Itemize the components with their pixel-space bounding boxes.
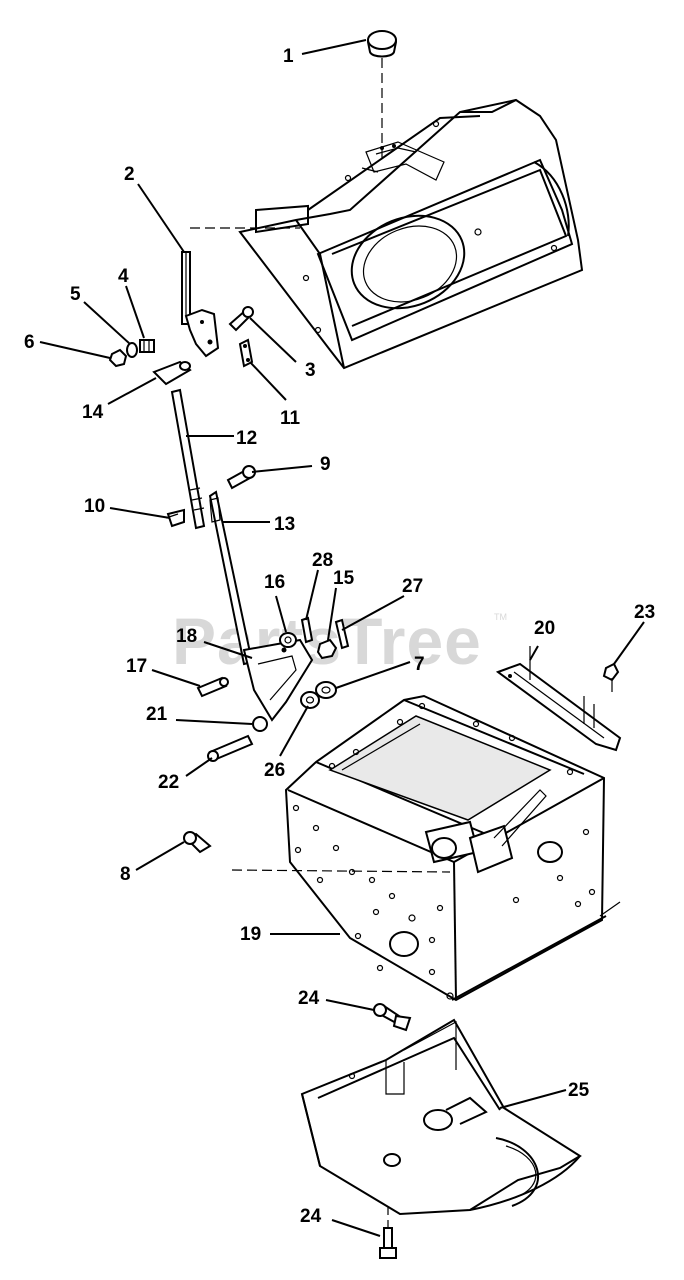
part-spacer-4[interactable] xyxy=(139,339,155,353)
callout-25: 25 xyxy=(568,1080,590,1101)
part-pin-27[interactable] xyxy=(334,618,350,650)
callout-2: 2 xyxy=(124,164,135,185)
callout-18: 18 xyxy=(176,626,197,647)
callout-22: 22 xyxy=(158,772,179,793)
callout-14: 14 xyxy=(82,402,104,423)
callout-28: 28 xyxy=(312,550,333,571)
part-bolt-22[interactable] xyxy=(207,734,254,762)
callout-5: 5 xyxy=(70,284,81,305)
callout-23: 23 xyxy=(634,602,655,623)
callout-3: 3 xyxy=(305,360,316,381)
callout-20: 20 xyxy=(534,618,555,639)
part-ferrule-14[interactable] xyxy=(152,360,192,386)
callout-4: 4 xyxy=(118,266,129,287)
callout-labels: 1 2 3 4 5 6 7 8 9 10 11 12 13 14 15 16 1… xyxy=(24,46,655,1227)
callout-6: 6 xyxy=(24,332,35,353)
part-frame-19[interactable] xyxy=(231,694,621,1002)
part-bushing-16[interactable] xyxy=(279,632,297,648)
callout-16: 16 xyxy=(264,572,285,593)
part-bolt-24-upper[interactable] xyxy=(373,1003,412,1032)
callout-24-upper: 24 xyxy=(298,988,320,1009)
callout-21: 21 xyxy=(146,704,168,725)
callout-11: 11 xyxy=(280,408,301,429)
callout-26: 26 xyxy=(264,760,285,781)
callout-19: 19 xyxy=(240,924,261,945)
callout-27: 27 xyxy=(402,576,423,597)
leader-lines xyxy=(39,39,645,1237)
part-bolt-23[interactable] xyxy=(602,662,620,692)
callout-9: 9 xyxy=(320,454,331,475)
part-nut-15[interactable] xyxy=(316,638,338,660)
part-belt-guard-25[interactable] xyxy=(300,1018,582,1216)
part-link-11[interactable] xyxy=(238,338,254,368)
part-bracket-20[interactable] xyxy=(495,646,622,752)
callout-24-lower: 24 xyxy=(300,1206,322,1227)
part-washer-5[interactable] xyxy=(126,342,138,358)
part-bolt-8[interactable] xyxy=(183,831,212,854)
callout-1: 1 xyxy=(283,46,294,67)
callout-15: 15 xyxy=(333,568,355,589)
callout-8: 8 xyxy=(120,864,131,885)
part-washer-21[interactable] xyxy=(252,716,268,732)
part-shift-lever[interactable] xyxy=(181,251,220,358)
callout-10: 10 xyxy=(84,496,105,517)
watermark-trademark: TM xyxy=(494,612,507,622)
part-dash-housing[interactable] xyxy=(190,98,584,370)
part-bolt-17[interactable] xyxy=(196,676,229,698)
part-bolt-3[interactable] xyxy=(228,306,254,332)
part-nut-6[interactable] xyxy=(108,348,128,368)
callout-7: 7 xyxy=(414,654,425,675)
part-washer-26[interactable] xyxy=(300,691,320,709)
part-bolt-9[interactable] xyxy=(226,465,256,490)
part-knob[interactable] xyxy=(366,30,398,160)
callout-12: 12 xyxy=(236,428,257,449)
part-shift-plate-18[interactable] xyxy=(242,638,314,722)
part-washer-7[interactable] xyxy=(315,681,337,699)
callout-13: 13 xyxy=(274,514,295,535)
callout-17: 17 xyxy=(126,656,147,677)
part-rod-12[interactable] xyxy=(170,388,206,530)
